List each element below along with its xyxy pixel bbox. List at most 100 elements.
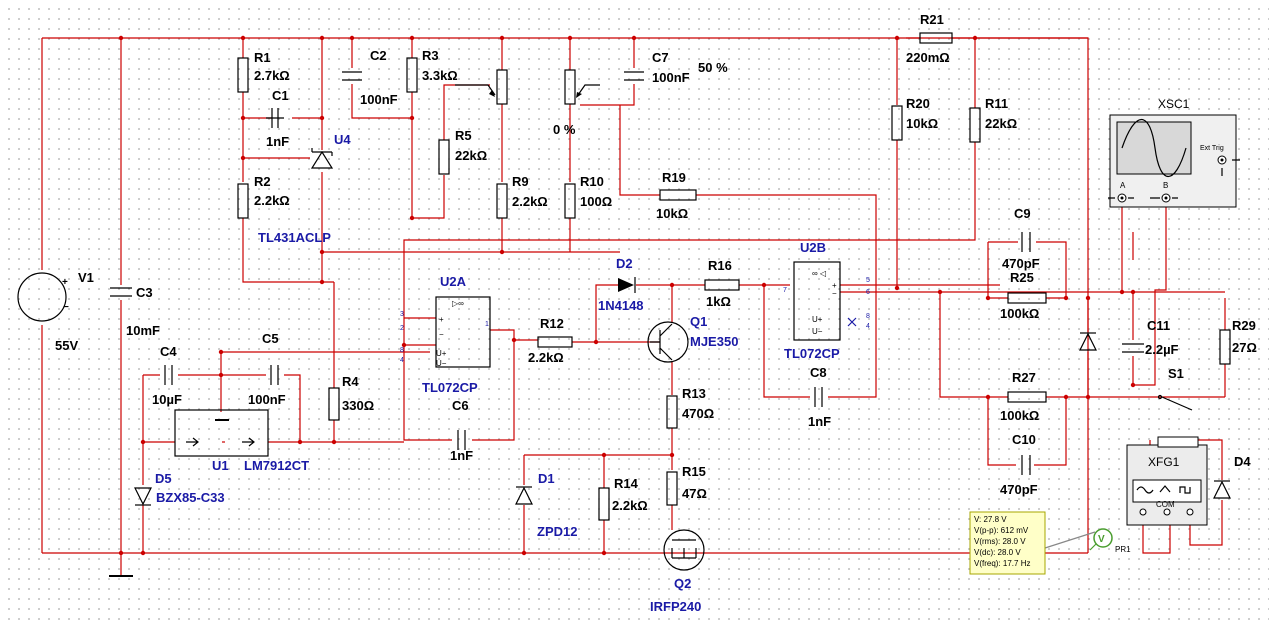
value-d1: ZPD12: [537, 524, 577, 539]
instrument-labels: Ext Trig A B COM: [1120, 145, 1224, 509]
value-r13: 470Ω: [682, 406, 714, 421]
svg-text:U−: U−: [436, 359, 447, 368]
label-u2b: U2B: [800, 240, 826, 255]
label-c11: C11: [1147, 318, 1170, 333]
q2-mosfet-symbol: [663, 529, 705, 571]
value-r16: 1kΩ: [706, 294, 731, 309]
label-c1: C1: [272, 88, 289, 103]
label-d5: D5: [155, 471, 172, 486]
fgen-com-label: COM: [1156, 500, 1175, 509]
value-r12: 2.2kΩ: [528, 350, 564, 365]
label-r21: R21: [920, 12, 944, 27]
d4-diode-symbol: [1213, 480, 1231, 499]
u1-regulator-symbol: [174, 409, 269, 457]
value-c9: 470pF: [1002, 256, 1040, 271]
potentiometer-wipers: [455, 84, 600, 98]
label-r4: R4: [342, 374, 359, 389]
label-r14: R14: [614, 476, 639, 491]
resistor-symbols: [237, 32, 1231, 521]
scope-ext-trig-label: Ext Trig: [1200, 145, 1224, 152]
probe-readout-box: V: 27.8 V V(p-p): 612 mV V(rms): 28.0 V …: [969, 511, 1046, 575]
pot-r9-percent: 50 %: [698, 60, 728, 75]
svg-text:∞ ◁: ∞ ◁: [812, 269, 827, 278]
value-c7: 100nF: [652, 70, 690, 85]
value-c1: 1nF: [266, 134, 289, 149]
label-r5: R5: [455, 128, 472, 143]
label-xsc1: XSC1: [1158, 97, 1190, 111]
value-r19: 10kΩ: [656, 206, 688, 221]
label-c9: C9: [1014, 206, 1031, 221]
capacitor-symbols: [110, 71, 1144, 475]
value-u4: TL431ACLP: [258, 230, 331, 245]
label-u2a: U2A: [440, 274, 467, 289]
value-c4: 10µF: [152, 392, 182, 407]
svg-text:−: −: [63, 302, 69, 313]
oscilloscope-xsc1[interactable]: [1108, 114, 1240, 208]
probe-line-vfreq: V(freq): 17.7 Hz: [974, 559, 1030, 568]
value-v1: 55V: [55, 338, 78, 353]
label-d2: D2: [616, 256, 633, 271]
u2a-opamp-symbol: ▷∞ + − U+ U−: [435, 296, 491, 368]
value-r10: 100Ω: [580, 194, 612, 209]
pin-u2a-4: 4: [400, 357, 404, 364]
value-d2: 1N4148: [598, 298, 644, 313]
label-r9: R9: [512, 174, 529, 189]
function-generator-xfg1[interactable]: [1126, 436, 1208, 526]
pin-u2a-1: 1: [485, 321, 489, 328]
svg-text:U+: U+: [812, 315, 823, 324]
value-q1: MJE350: [690, 334, 738, 349]
probe-pr1[interactable]: V: [1044, 528, 1113, 551]
probe-line-v: V: 27.8 V: [974, 515, 1007, 524]
value-r20: 10kΩ: [906, 116, 938, 131]
value-c5: 100nF: [248, 392, 286, 407]
label-r10: R10: [580, 174, 604, 189]
label-r16: R16: [708, 258, 732, 273]
u4-shunt-regulator-symbol: [310, 148, 334, 169]
d3-diode-symbol: [1079, 332, 1097, 351]
u2b-opamp-symbol: ∞ ◁ + − U+ U−: [793, 261, 857, 341]
value-q2: IRFP240: [650, 599, 701, 614]
wires: [41, 37, 1226, 575]
label-c6: C6: [452, 398, 469, 413]
d2-diode-symbol: [618, 277, 636, 293]
label-r25: R25: [1010, 270, 1034, 285]
svg-text:−: −: [439, 330, 444, 339]
label-xfg1: XFG1: [1148, 455, 1180, 469]
label-r20: R20: [906, 96, 930, 111]
label-q1: Q1: [690, 314, 707, 329]
label-c10: C10: [1012, 432, 1036, 447]
q1-transistor-symbol: [647, 321, 689, 363]
value-r1: 2.7kΩ: [254, 68, 290, 83]
pot-r10-percent: 0 %: [553, 122, 576, 137]
value-r14: 2.2kΩ: [612, 498, 648, 513]
label-s1: S1: [1168, 366, 1184, 381]
value-r15: 47Ω: [682, 486, 707, 501]
label-r13: R13: [682, 386, 706, 401]
value-r9: 2.2kΩ: [512, 194, 548, 209]
value-r4: 330Ω: [342, 398, 374, 413]
s1-switch-symbol: [1157, 394, 1193, 411]
value-r27: 100kΩ: [1000, 408, 1039, 423]
svg-text:−: −: [832, 289, 837, 298]
junction-dots: [118, 35, 1136, 556]
label-r29: R29: [1232, 318, 1256, 333]
probe-line-vpp: V(p-p): 612 mV: [974, 526, 1029, 535]
d1-zener-symbol: [515, 486, 533, 505]
label-c4: C4: [160, 344, 177, 359]
value-u1: LM7912CT: [244, 458, 309, 473]
label-v1: V1: [78, 270, 94, 285]
scope-b-label: B: [1163, 181, 1168, 190]
label-r15: R15: [682, 464, 706, 479]
pin-u2b-7: 7: [783, 287, 787, 294]
value-c11: 2.2µF: [1145, 342, 1179, 357]
label-c8: C8: [810, 365, 827, 380]
value-r3: 3.3kΩ: [422, 68, 458, 83]
probe-line-vdc: V(dc): 28.0 V: [974, 548, 1021, 557]
value-c2: 100nF: [360, 92, 398, 107]
value-r21: 220mΩ: [906, 50, 950, 65]
label-u4: U4: [334, 132, 351, 147]
pin-u2a-2: 2: [400, 325, 404, 332]
svg-text:+: +: [439, 315, 444, 324]
